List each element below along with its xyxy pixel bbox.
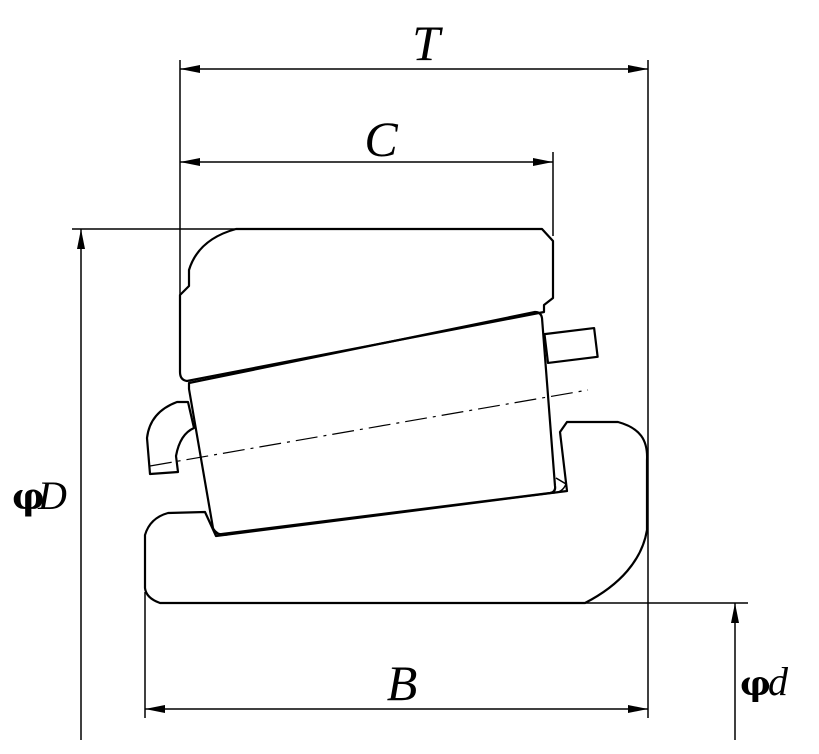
svg-text:φ: φ [740, 664, 771, 704]
dimension-C [180, 158, 553, 166]
cage-right [543, 326, 599, 365]
svg-text:d: d [768, 659, 789, 704]
outer-ring-cup [178, 227, 555, 383]
inner-ring-cone [143, 420, 649, 605]
cage-left [145, 400, 196, 476]
label-phi-D: φ D [12, 473, 67, 518]
svg-text:φ: φ [12, 476, 45, 518]
roller [187, 310, 557, 536]
label-C: C [364, 111, 398, 167]
label-phi-d: φ d [740, 659, 789, 704]
label-B: B [387, 655, 418, 711]
dimension-B [145, 705, 648, 713]
dimension-bore-diameter-d [731, 603, 739, 740]
svg-text:D: D [37, 473, 67, 518]
dimension-outer-diameter-D [77, 229, 85, 740]
label-T: T [412, 15, 443, 71]
dimension-T [180, 65, 648, 73]
roller-axis-line [149, 389, 589, 467]
